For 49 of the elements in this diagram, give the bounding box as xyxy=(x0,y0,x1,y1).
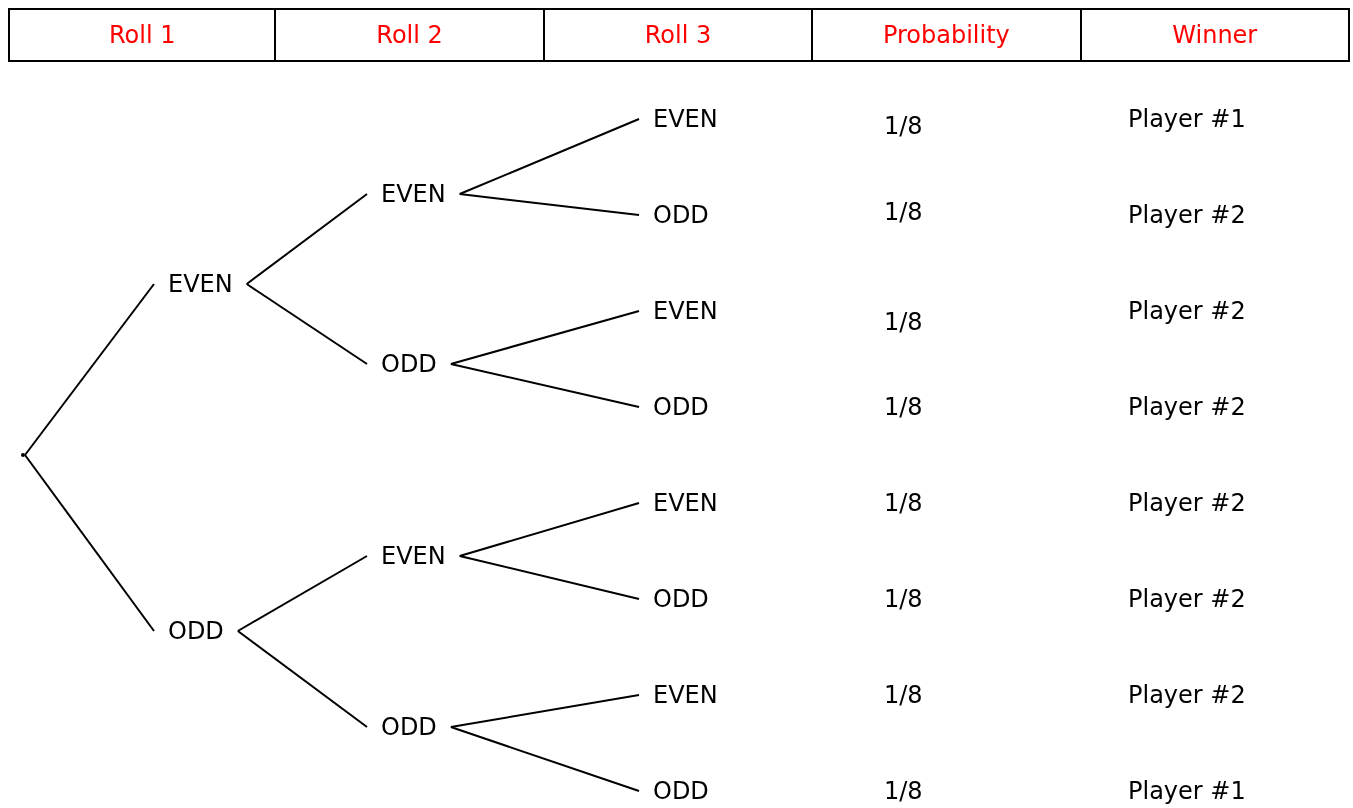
winner-label: Player #1 xyxy=(1128,776,1246,806)
branch-line xyxy=(236,630,368,728)
outcome-label: ODD xyxy=(367,349,451,379)
outcome-label: EVEN xyxy=(639,680,732,710)
outcome-label: EVEN xyxy=(367,541,460,571)
column-header: Roll 2 xyxy=(274,8,545,62)
winner-label: Player #2 xyxy=(1128,584,1246,614)
outcome-label: ODD xyxy=(367,712,451,742)
winner-label: Player #2 xyxy=(1128,200,1246,230)
outcome-label: EVEN xyxy=(367,179,460,209)
column-header: Winner xyxy=(1079,8,1350,62)
probability-label: 1/8 xyxy=(884,488,923,518)
branch-line xyxy=(24,283,155,456)
branch-point xyxy=(21,453,25,457)
branch-line xyxy=(458,555,640,600)
probability-label: 1/8 xyxy=(884,307,923,337)
outcome-label: ODD xyxy=(639,392,723,422)
winner-label: Player #2 xyxy=(1128,392,1246,422)
outcome-label: ODD xyxy=(154,616,238,646)
branch-line xyxy=(458,193,640,216)
column-header: Roll 1 xyxy=(8,8,277,62)
branch-line xyxy=(449,310,640,365)
column-header: Probability xyxy=(811,8,1082,62)
probability-label: 1/8 xyxy=(884,680,923,710)
outcome-label: EVEN xyxy=(639,296,732,326)
outcome-label: EVEN xyxy=(639,104,732,134)
probability-label: 1/8 xyxy=(884,776,923,806)
winner-label: Player #2 xyxy=(1128,296,1246,326)
branch-line xyxy=(449,363,640,408)
outcome-label: ODD xyxy=(639,200,723,230)
outcome-label: ODD xyxy=(639,776,723,806)
column-header: Roll 3 xyxy=(542,8,814,62)
outcome-label: ODD xyxy=(639,584,723,614)
winner-label: Player #2 xyxy=(1128,680,1246,710)
probability-label: 1/8 xyxy=(884,584,923,614)
outcome-label: EVEN xyxy=(154,269,247,299)
outcome-label: EVEN xyxy=(639,488,732,518)
branch-line xyxy=(449,726,640,792)
branch-line xyxy=(245,283,368,365)
probability-label: 1/8 xyxy=(884,197,923,227)
probability-label: 1/8 xyxy=(884,392,923,422)
branch-line xyxy=(236,555,368,632)
branch-line xyxy=(458,118,640,195)
probability-label: 1/8 xyxy=(884,111,923,141)
branch-line xyxy=(458,502,640,557)
branch-line xyxy=(24,454,155,632)
branch-line xyxy=(245,193,368,285)
winner-label: Player #2 xyxy=(1128,488,1246,518)
winner-label: Player #1 xyxy=(1128,104,1246,134)
